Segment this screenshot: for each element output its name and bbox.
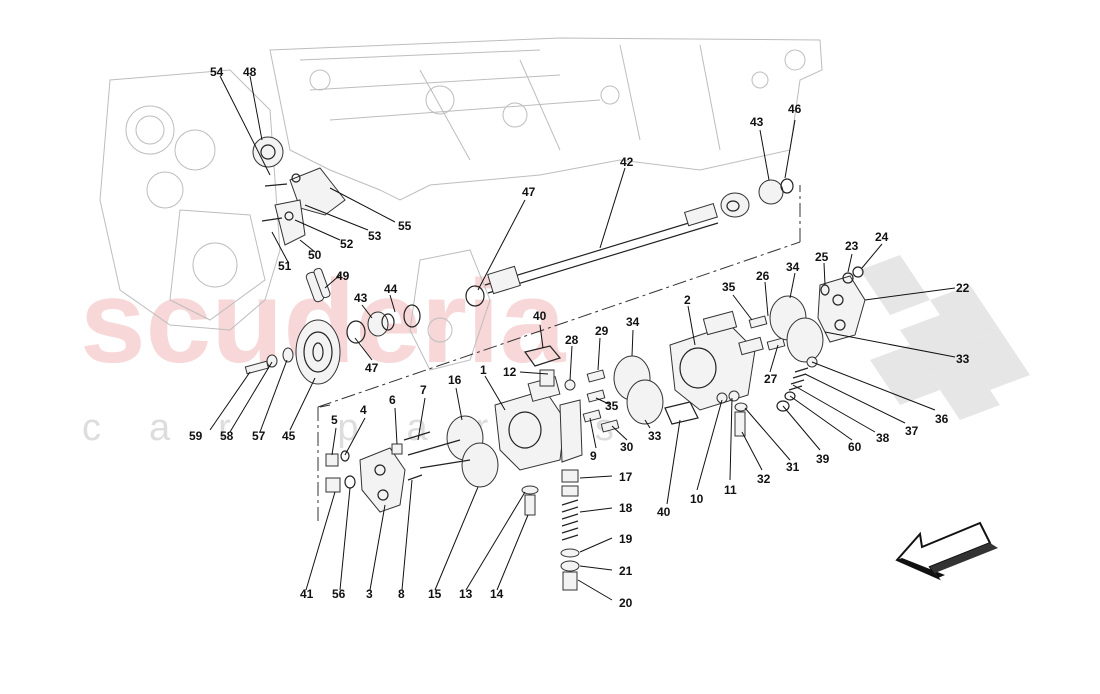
callout-45: 45 — [282, 429, 296, 443]
direction-arrow-icon — [895, 521, 998, 581]
callout-38: 38 — [876, 431, 890, 445]
callout-10: 10 — [690, 492, 704, 506]
callout-58: 58 — [220, 429, 234, 443]
callout-27: 27 — [764, 372, 778, 386]
gasket-40 — [523, 345, 699, 425]
callout-29: 29 — [595, 324, 609, 338]
callout-21: 21 — [619, 564, 633, 578]
callout-42: 42 — [620, 155, 634, 169]
callout-41: 41 — [300, 587, 314, 601]
pump-cover-left — [325, 431, 431, 513]
callout-22: 22 — [956, 281, 970, 295]
bolt-washers-left — [244, 347, 294, 375]
callout-24: 24 — [875, 230, 889, 244]
pump-body-right — [669, 310, 764, 437]
callout-46: 46 — [788, 102, 802, 116]
callout-4: 4 — [360, 403, 367, 417]
callout-44: 44 — [384, 282, 398, 296]
leader-lines — [209, 75, 956, 601]
chain — [305, 267, 331, 303]
callout-26: 26 — [756, 269, 770, 283]
callout-9: 9 — [590, 449, 597, 463]
callout-11: 11 — [724, 483, 737, 497]
upper-sprocket-group — [252, 136, 346, 246]
callout-25: 25 — [815, 250, 829, 264]
callout-36: 36 — [935, 412, 949, 426]
callout-23: 23 — [845, 239, 859, 253]
callout-51: 51 — [278, 259, 292, 273]
callout-60: 60 — [848, 440, 862, 454]
callout-47-upper: 47 — [522, 185, 536, 199]
callout-47-left: 47 — [365, 361, 379, 375]
callout-2: 2 — [684, 293, 691, 307]
callout-17: 17 — [619, 470, 633, 484]
callout-35-right: 35 — [722, 280, 736, 294]
checkered-flag-icon — [860, 255, 1030, 420]
seal-group-44 — [346, 285, 485, 344]
callout-33-center: 33 — [648, 429, 662, 443]
callout-40-upper: 40 — [533, 309, 547, 323]
callout-12: 12 — [503, 365, 517, 379]
callout-53: 53 — [368, 229, 382, 243]
callout-37: 37 — [905, 424, 919, 438]
callout-19: 19 — [619, 532, 633, 546]
callout-54: 54 — [210, 65, 224, 79]
callout-16: 16 — [448, 373, 462, 387]
drive-shaft — [484, 178, 794, 295]
spring-valve-right — [776, 356, 818, 412]
callout-48: 48 — [243, 65, 257, 79]
pump-gears-left — [407, 415, 499, 488]
assembly-axis-line — [317, 185, 801, 525]
pump-cover-right — [817, 266, 866, 343]
callout-8: 8 — [398, 587, 405, 601]
callout-14: 14 — [490, 587, 504, 601]
callout-31: 31 — [786, 460, 800, 474]
callout-1: 1 — [480, 363, 487, 377]
callout-50: 50 — [308, 248, 322, 262]
callout-43-upper-right: 43 — [750, 115, 764, 129]
callout-34-center: 34 — [626, 315, 640, 329]
callout-15: 15 — [428, 587, 442, 601]
callout-32: 32 — [757, 472, 771, 486]
callout-5: 5 — [331, 413, 338, 427]
callout-59: 59 — [189, 429, 203, 443]
engine-block-outline — [99, 37, 823, 371]
callout-28: 28 — [565, 333, 579, 347]
callout-34-right: 34 — [786, 260, 800, 274]
callout-40-lower: 40 — [657, 505, 671, 519]
callout-13: 13 — [459, 587, 473, 601]
relief-valve-stack — [560, 469, 580, 591]
callout-52: 52 — [340, 237, 354, 251]
pump-gears-right — [769, 295, 824, 363]
callout-6: 6 — [389, 393, 396, 407]
callout-33-right: 33 — [956, 352, 970, 366]
callout-56: 56 — [332, 587, 346, 601]
callout-35-center: 35 — [605, 399, 619, 413]
callout-20: 20 — [619, 596, 633, 610]
callout-labels: 54 48 55 53 52 50 51 49 43 44 47 47 42 4… — [189, 65, 970, 610]
callout-43-upper-left: 43 — [354, 291, 368, 305]
callout-7: 7 — [420, 383, 427, 397]
large-gear — [295, 319, 341, 385]
pump-body-center — [494, 369, 583, 471]
callout-30: 30 — [620, 440, 634, 454]
callout-55: 55 — [398, 219, 412, 233]
dowels-right — [748, 315, 786, 351]
callout-18: 18 — [619, 501, 633, 515]
callout-49: 49 — [336, 269, 350, 283]
bolts-center — [521, 485, 539, 516]
callout-3: 3 — [366, 587, 373, 601]
callout-57: 57 — [252, 429, 266, 443]
callout-39: 39 — [816, 452, 830, 466]
pump-gears-center — [613, 355, 664, 425]
